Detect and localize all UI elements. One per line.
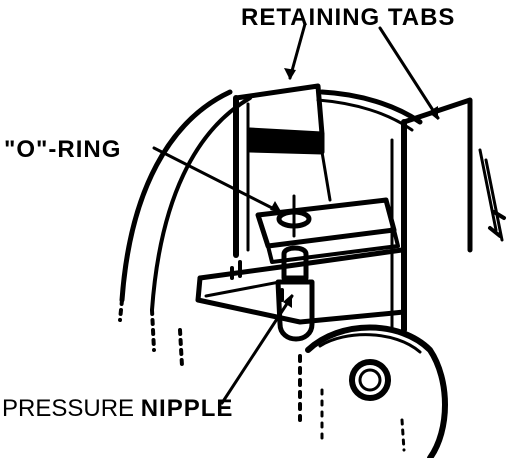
- leader-lines: [152, 22, 440, 405]
- leader-arrowheads: [270, 68, 438, 308]
- housing-outer-arcs: [118, 89, 423, 368]
- pressure-nipple-body: [275, 245, 315, 342]
- tray: [195, 197, 407, 325]
- retaining-tabs-label: RETAINING TABS: [241, 4, 456, 31]
- right-wall: [390, 97, 506, 333]
- o-ring-label: "O"-RING: [4, 136, 122, 163]
- pivot-fitting: [298, 324, 448, 458]
- nipple-word: NIPPLE: [140, 395, 234, 422]
- left-bracket: [233, 83, 332, 258]
- pressure-word: PRESSURE: [2, 395, 135, 422]
- o-ring-assembly: [276, 194, 312, 238]
- pressure-nipple-label: PRESSURE NIPPLE: [2, 397, 233, 421]
